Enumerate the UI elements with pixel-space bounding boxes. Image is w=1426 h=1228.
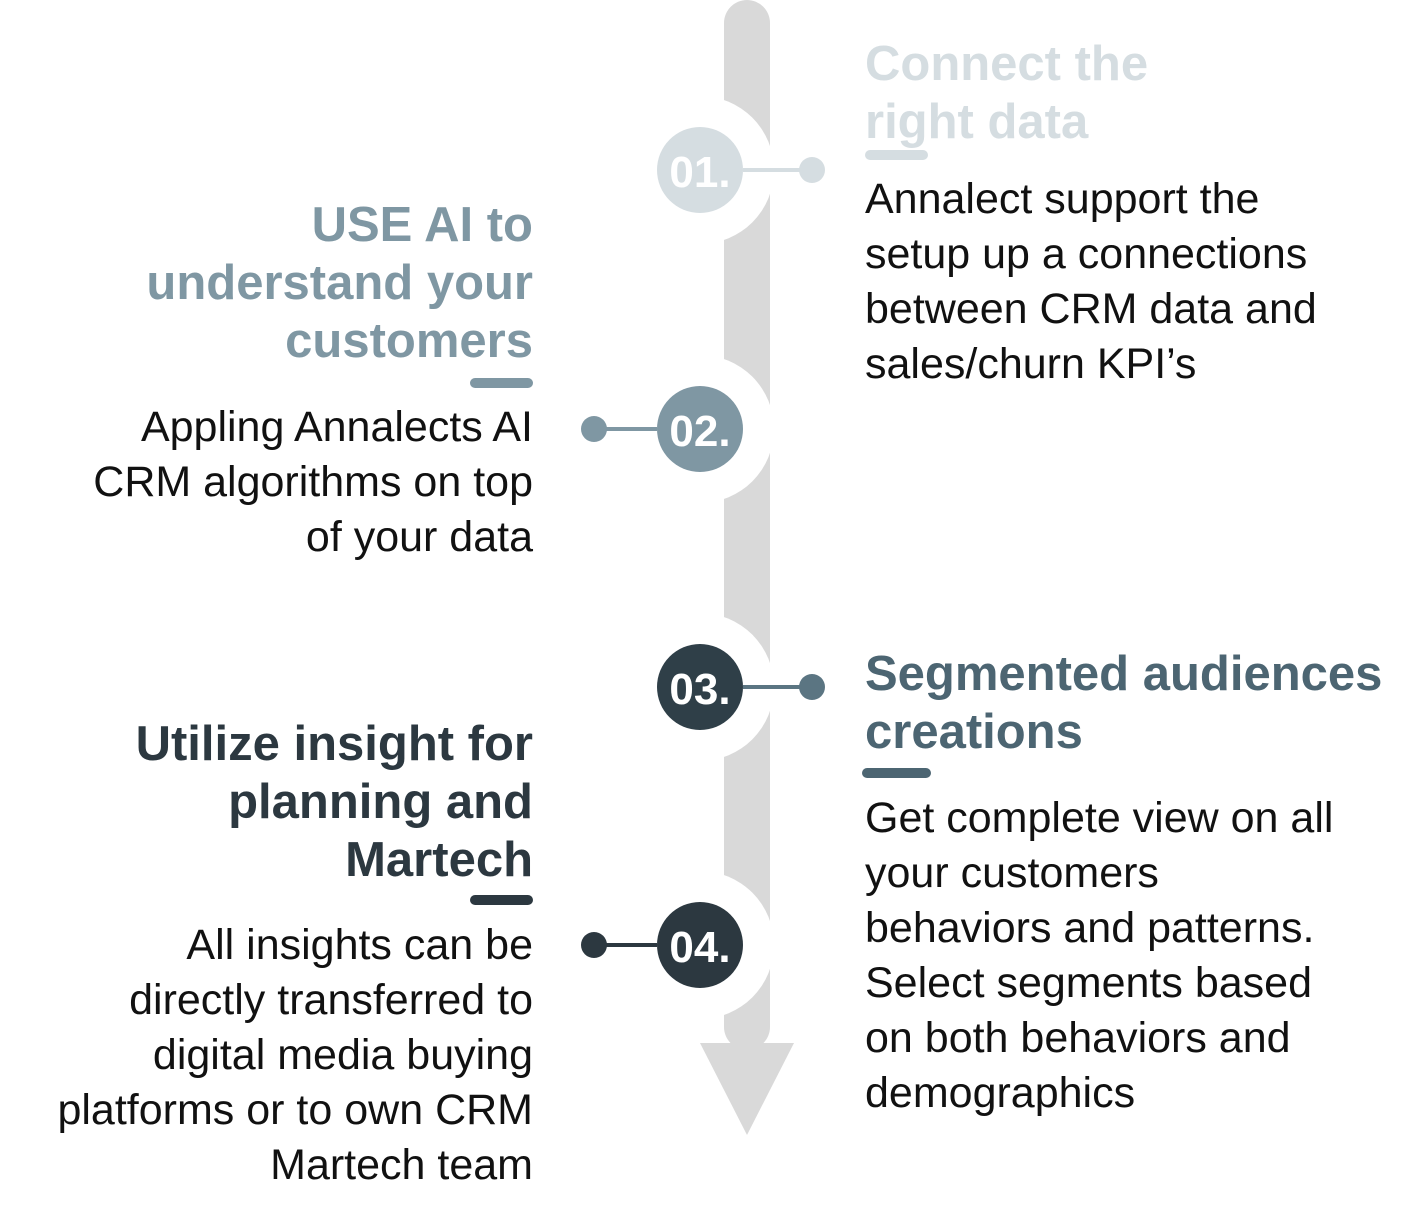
step-01-badge — [657, 127, 743, 213]
step-03-title-line: creations — [865, 705, 1083, 759]
step-02-description-line: CRM algorithms on top — [93, 458, 533, 506]
step-03-title-underline — [862, 768, 931, 778]
step-01-title-line: Connect the — [865, 37, 1149, 91]
step-03-description: Get complete view on all your customers … — [865, 791, 1333, 1121]
step-02-description-line: of your data — [305, 513, 533, 561]
step-01-title-underline — [865, 150, 928, 160]
step-02-title: USE AI to understand your customers — [146, 196, 533, 370]
step-02-title-underline — [470, 378, 533, 388]
step-04-description-line: directly transferred to — [129, 976, 533, 1024]
step-03-description-line: your customers — [865, 849, 1159, 897]
step-03-title: Segmented audiences creations — [865, 645, 1382, 761]
step-04-description-line: Martech team — [270, 1141, 533, 1189]
step-04-number: 04. — [669, 923, 730, 972]
step-01-description: Annalect support the setup up a connecti… — [865, 172, 1317, 392]
step-03-connector — [743, 674, 825, 700]
step-04-description-line: platforms or to own CRM — [57, 1086, 533, 1134]
step-04-title-line: Martech — [345, 833, 533, 887]
step-01-title-line: right data — [865, 95, 1089, 149]
step-02-number: 02. — [669, 407, 730, 456]
step-02-title-line: understand your — [146, 256, 533, 310]
step-04-title: Utilize insight for planning and Martech — [136, 715, 533, 889]
step-04-description-line: All insights can be — [186, 921, 533, 969]
step-01-description-line: Annalect support the — [865, 175, 1260, 223]
step-02-title-line: USE AI to — [311, 198, 533, 252]
step-02-description-line: Appling Annalects AI — [140, 403, 533, 451]
step-02-title-line: customers — [285, 314, 533, 368]
step-03-description-line: demographics — [865, 1069, 1136, 1117]
step-01-number: 01. — [669, 148, 730, 197]
step-01-description-line: sales/churn KPI’s — [865, 340, 1197, 388]
step-03-description-line: Get complete view on all — [865, 794, 1334, 842]
step-03-description-line: on both behaviors and — [865, 1014, 1291, 1062]
step-03-number: 03. — [669, 665, 730, 714]
step-03-description-line: Select segments based — [865, 959, 1312, 1007]
step-02-connector — [581, 416, 657, 442]
step-03-title-line: Segmented audiences — [865, 647, 1383, 701]
step-04-connector — [581, 932, 657, 958]
step-04-title-underline — [470, 895, 533, 905]
step-04-description-line: digital media buying — [152, 1031, 533, 1079]
step-04-title-line: Utilize insight for — [135, 717, 533, 771]
step-01-connector — [743, 157, 825, 183]
step-03-description-line: behaviors and patterns. — [865, 904, 1315, 952]
step-03-badge — [657, 644, 743, 730]
timeline-arrow-head — [700, 1043, 794, 1135]
step-01-description-line: between CRM data and — [865, 285, 1317, 333]
step-01-title: Connect the right data — [865, 35, 1148, 151]
step-04-badge — [657, 902, 743, 988]
timeline-track — [724, 0, 770, 1050]
step-02-badge — [657, 386, 743, 472]
step-04-description: All insights can be directly transferred… — [57, 918, 533, 1193]
step-02-description: Appling Annalects AI CRM algorithms on t… — [93, 400, 533, 565]
step-01-description-line: setup up a connections — [865, 230, 1308, 278]
step-04-title-line: planning and — [228, 775, 533, 829]
